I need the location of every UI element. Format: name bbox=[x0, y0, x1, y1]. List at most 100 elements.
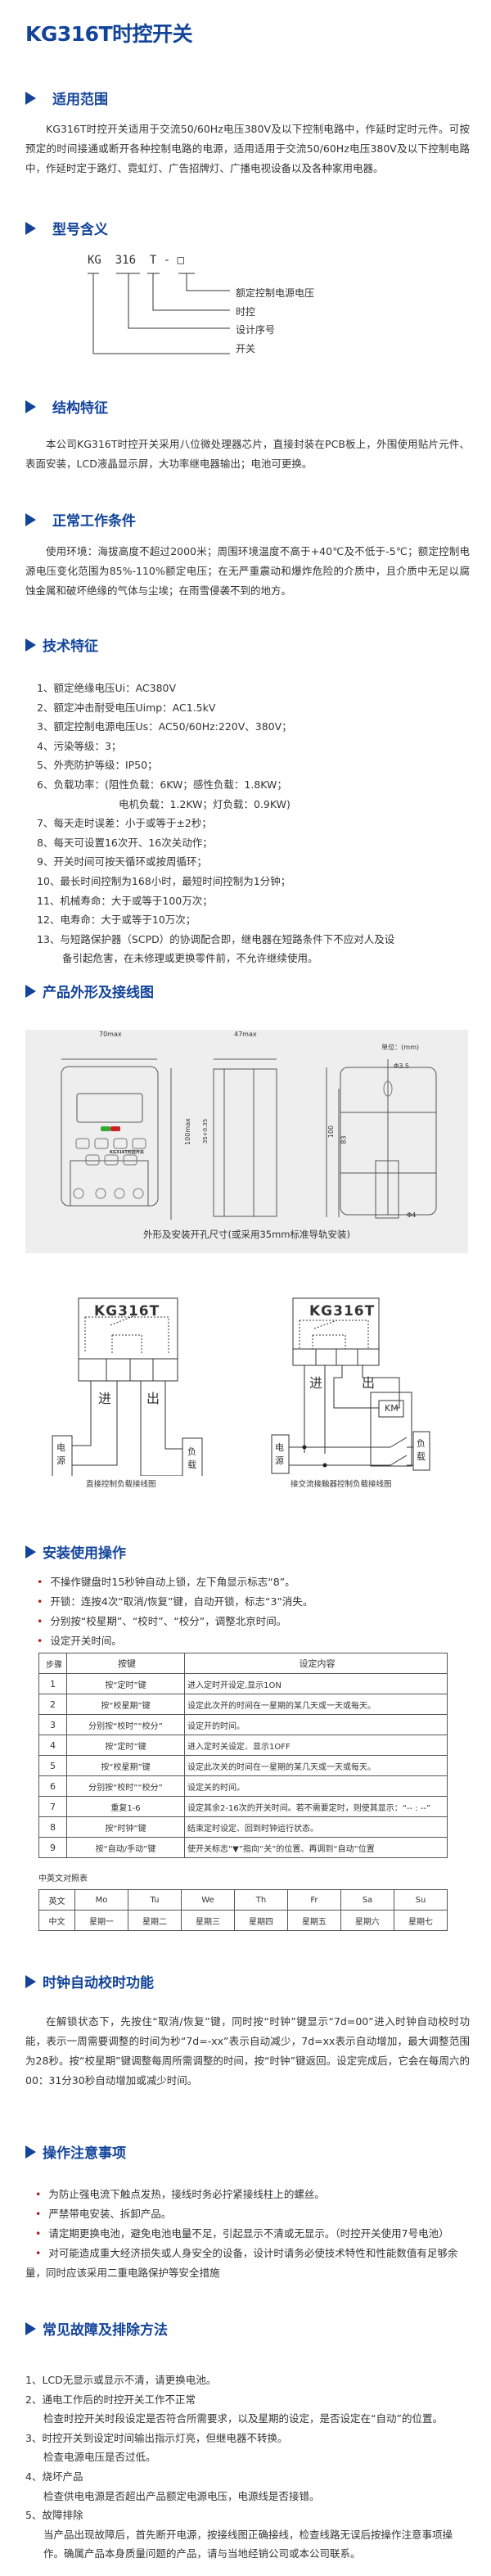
table-cell: Th bbox=[233, 1889, 288, 1911]
table-cell: 按“校星期”键 bbox=[66, 1755, 185, 1776]
table-cell: Tu bbox=[128, 1889, 182, 1911]
list-item: 10、最长时间控制为168小时，最短时间控制为1分钟； bbox=[37, 874, 291, 887]
faults-list: 1、LCD无显示或显示不清，请更换电池。 2、通电工作后的时控开关工作不正常 检… bbox=[25, 2371, 471, 2564]
triangle-icon bbox=[25, 1545, 36, 1559]
list-item: 分别按“校星期”、“校时”、“校分”，调整北京时间。 bbox=[37, 1612, 313, 1631]
km-label: KM bbox=[385, 1403, 399, 1414]
table-cell: 星期一 bbox=[74, 1910, 128, 1931]
table-cell: 进入定时开设定,显示1ON bbox=[184, 1673, 448, 1694]
model-labels: 额定控制电源电压时控设计序号开关 bbox=[236, 287, 315, 354]
header-content: 设定内容 bbox=[184, 1653, 448, 1674]
device-label: KG316T时控开关 bbox=[110, 1150, 144, 1155]
heading-text: 操作注意事项 bbox=[43, 2145, 126, 2162]
dim-width: 70max bbox=[99, 1031, 122, 1038]
list-item: 不操作键盘时15秒钟自动上锁，左下角显示标志“8”。 bbox=[37, 1572, 313, 1592]
table-cell: 星期五 bbox=[286, 1910, 341, 1931]
table-cell: 分别按“校时”“校分” bbox=[66, 1714, 185, 1735]
triangle-icon bbox=[25, 91, 36, 105]
dimension-drawing bbox=[61, 1058, 437, 1220]
list-item: 为防止强电流下触点发热，接线时务必拧紧接线柱上的螺丝。 bbox=[25, 2185, 470, 2204]
list-item: 7、每天走时误差：小于或等于±2秒； bbox=[37, 817, 212, 830]
list-item: 电机负载：1.2KW；灯负载：0.9KW) bbox=[119, 797, 291, 810]
table-row: 中文星期一星期二星期三星期四星期五星期六星期七 bbox=[38, 1910, 448, 1931]
direct-caption: 直接控制负载接线图 bbox=[86, 1480, 156, 1489]
load-label: 负载 bbox=[417, 1438, 426, 1462]
dim-100: 100 bbox=[327, 1125, 336, 1139]
structure-text: 本公司KG316T时控开关采用八位微处理器芯片，直接封装在PCB板上，外围使用贴… bbox=[25, 438, 470, 470]
table-cell: 进入定时关设定、显示1OFF bbox=[184, 1735, 448, 1756]
heading-text: 适用范围 bbox=[52, 92, 108, 108]
triangle-icon bbox=[25, 638, 36, 652]
heading-text: 时钟自动校时功能 bbox=[43, 1975, 154, 1992]
list-item: 对可能造成重大经济损失或人身安全的设备，设计时请务必使技术特性和性能数值有足够余… bbox=[25, 2244, 470, 2283]
in-label: 进 bbox=[98, 1391, 112, 1406]
section-heading-operation: 安装使用操作 bbox=[25, 1541, 126, 1562]
triangle-icon bbox=[25, 512, 36, 526]
out-label: 出 bbox=[146, 1391, 160, 1406]
page-title: KG316T时控开关 bbox=[25, 22, 193, 46]
table-cell: 星期六 bbox=[340, 1910, 394, 1931]
table-cell: 中文 bbox=[38, 1910, 76, 1931]
table-cell: 1 bbox=[38, 1673, 67, 1694]
dim-hole-bottom: Φ4 bbox=[407, 1211, 417, 1219]
table-cell: 按“自动/手动”键 bbox=[66, 1837, 185, 1858]
list-item: 2、通电工作后的时控开关工作不正常 bbox=[25, 2393, 196, 2406]
list-item: 严禁带电安装、拆卸产品。 bbox=[25, 2204, 470, 2224]
heading-text: 产品外形及接线图 bbox=[43, 985, 154, 1001]
source-label: 电源 bbox=[275, 1442, 284, 1466]
contactor-wiring-lines bbox=[271, 1297, 430, 1474]
heading-text: 技术特征 bbox=[43, 638, 98, 655]
table-cell: 星期七 bbox=[393, 1910, 448, 1931]
list-item: 5、外壳防护等级：IP50； bbox=[37, 759, 158, 772]
section-heading-autocal: 时钟自动校时功能 bbox=[25, 1971, 154, 1992]
table-cell: 星期三 bbox=[180, 1910, 235, 1931]
list-item: 请定期更换电池，避免电池电量不足，引起显示不清或无显示。（时控开关使用7号电池） bbox=[25, 2224, 470, 2244]
table-cell: 设定开的时间。 bbox=[184, 1714, 448, 1735]
header-step: 步骤 bbox=[38, 1653, 67, 1674]
model-diagram-lines bbox=[88, 273, 230, 354]
table-cell: Fr bbox=[286, 1889, 341, 1911]
table-cell: 设定其余2-16次的开关时间。若不需要定时，则使其显示：“-- : --” bbox=[184, 1796, 448, 1817]
list-item: 9、开关时间可按天循环或按周循环； bbox=[37, 855, 207, 868]
table-cell: 设定关的时间。 bbox=[184, 1775, 448, 1797]
table-cell: 星期四 bbox=[233, 1910, 288, 1931]
dim-depth: 47max bbox=[234, 1031, 257, 1038]
autocal-text: 在解锁状态下，先按住“取消/恢复”键，同时按“时钟”键显示“7d=00”进入时钟… bbox=[25, 2015, 470, 2087]
list-item: 2、额定冲击耐受电压Uimp：AC1.5kV bbox=[37, 701, 216, 714]
list-item: 检查供电电源是否超出产品额定电源电压，电源线是否接错。 bbox=[43, 2489, 320, 2502]
section-heading-tech: 技术特征 bbox=[25, 634, 98, 655]
table-cell: 按“定时”键 bbox=[66, 1673, 185, 1694]
conditions-text: 使用环境：海拔高度不超过2000米；周围环境温度不高于+40℃及不低于-5℃；额… bbox=[25, 545, 470, 597]
source-label: 电源 bbox=[56, 1442, 65, 1466]
list-item: 11、机械寿命：大于或等于100万次； bbox=[37, 894, 213, 907]
table-cell: 使开关标志“▼”指向“关”的位置、再调到“自动”位置 bbox=[184, 1837, 448, 1858]
brand-label: KG316T bbox=[309, 1303, 376, 1320]
section-heading-outline: 产品外形及接线图 bbox=[25, 981, 154, 1001]
triangle-icon bbox=[25, 1974, 36, 1988]
table-cell: 按“时钟”键 bbox=[66, 1816, 185, 1838]
notes-bullets: 为防止强电流下触点发热，接线时务必拧紧接线柱上的螺丝。 严禁带电安装、拆卸产品。… bbox=[25, 2185, 470, 2283]
table-cell: 设定此次开的时间在一星期的某几天或一天或每天。 bbox=[184, 1694, 448, 1715]
table-cell: 4 bbox=[38, 1735, 67, 1756]
heading-text: 型号含义 bbox=[52, 222, 108, 238]
list-item: 4、污染等级：3； bbox=[37, 739, 122, 752]
dim-83: 83 bbox=[340, 1135, 348, 1144]
table-cell: Sa bbox=[340, 1889, 394, 1911]
model-diagram: KG 316 T - □ 额定控制电源电压时控设计序号开关 bbox=[86, 254, 348, 370]
table-cell: 星期二 bbox=[128, 1910, 182, 1931]
list-item: 4、烧坏产品 bbox=[25, 2470, 83, 2483]
heading-text: 结构特征 bbox=[52, 400, 108, 417]
list-item: 5、故障排除 bbox=[25, 2509, 83, 2522]
outline-caption: 外形及安装开孔尺寸(或采用35mm标准导轨安装) bbox=[142, 1229, 350, 1240]
list-item: 12、电寿命：大于或等于10万次； bbox=[37, 914, 196, 927]
table-cell: 2 bbox=[38, 1694, 67, 1715]
list-item: 设定开关时间。 bbox=[37, 1631, 313, 1651]
list-item: 检查时控开关时段设定是否符合所需要求，以及星期的设定，是否设定在“自动”的位置。 bbox=[43, 2412, 443, 2425]
